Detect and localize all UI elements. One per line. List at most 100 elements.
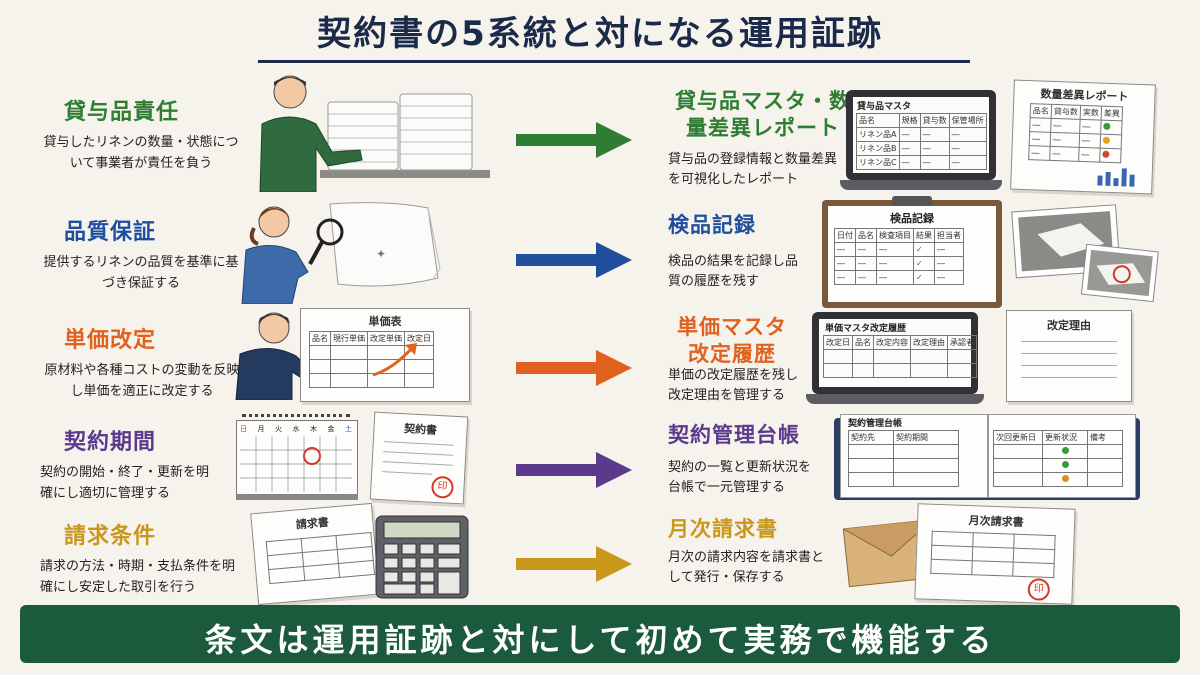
calendar-day-5: 金 xyxy=(327,425,335,433)
contract-title: 契約書 xyxy=(403,422,438,437)
calendar-day-1: 月 xyxy=(257,425,265,433)
arrow-icon xyxy=(516,546,632,582)
worker-stacking-linen-illustration xyxy=(259,75,490,192)
inspection-photos-illustration xyxy=(1011,204,1159,303)
left-description: 提供するリネンの品質を基準に基づき保証する xyxy=(42,252,240,294)
master-col-1: 規格 xyxy=(898,113,921,128)
right-heading: 月次請求書 xyxy=(668,517,778,541)
left-description: 請求の方法・時期・支払条件を明確にし安定した取引を行う xyxy=(40,556,240,598)
calendar-day-4: 木 xyxy=(310,425,317,433)
master-col-0: 品名 xyxy=(856,113,900,128)
ledger-col-2: 次回更新日 xyxy=(993,430,1043,445)
seal-char: 印 xyxy=(1033,583,1044,595)
ledger-col-1: 契約期間 xyxy=(893,430,959,445)
ledger-title: 契約管理台帳 xyxy=(848,419,903,429)
row-quality-assurance: 品質保証 提供するリネンの品質を基準に基づき保証する ✦ 検品記録 検品の結果を… xyxy=(0,196,1200,310)
left-description-text: 提供するリネンの品質を基準に基づき保証する xyxy=(43,255,239,291)
record-table: 日付品名検査項目結果担当者 ―――✓― ―――✓― ―――✓― xyxy=(834,228,964,285)
price-table-illustration: 単価表 品名現行単価改定単価改定日 xyxy=(300,308,470,402)
history-col-4: 承認者 xyxy=(947,335,977,350)
laptop-price-history-illustration: 単価マスタ改定履歴 改定日品名改定内容改定理由承認者 xyxy=(806,312,984,408)
report-col-0: 品名 xyxy=(1030,103,1052,119)
row-billing-terms: 請求条件 請求の方法・時期・支払条件を明確にし安定した取引を行う 請求書 月次請… xyxy=(0,502,1200,614)
conclusion-banner-text: 条文は運用証跡と対にして初めて実務で機能する xyxy=(204,621,996,659)
left-heading: 契約期間 xyxy=(64,430,157,455)
calendar-day-2: 火 xyxy=(275,425,282,433)
record-title: 検品記録 xyxy=(890,212,934,225)
ledger-table: 契約先契約期間 次回更新日更新状況備考 xyxy=(848,430,1123,487)
seal-stamp-icon: 印 xyxy=(1027,578,1051,601)
calendar-day-0: 日 xyxy=(240,425,247,433)
right-heading: 貸与品マスタ・数量差異レポート xyxy=(675,89,851,140)
calendar-illustration: 日 月 火 水 木 金 土 xyxy=(236,412,360,502)
master-row-1: リネン品B xyxy=(856,141,900,156)
left-heading: 単価改定 xyxy=(64,328,157,353)
right-description: 貸与品の登録情報と数量差異を可視化したレポート xyxy=(668,152,838,187)
seal-stamp-icon: 印 xyxy=(430,475,455,499)
calendar-grid-icon xyxy=(240,436,352,492)
arrow-icon xyxy=(516,452,632,488)
seal-char: 印 xyxy=(437,481,448,493)
report-col-2: 実数 xyxy=(1080,105,1102,121)
invoice-document-illustration: 請求書 xyxy=(250,502,380,606)
price-col-0: 品名 xyxy=(309,331,331,346)
report-col-1: 貸与数 xyxy=(1051,104,1081,120)
right-heading: 検品記録 xyxy=(668,213,756,237)
inspection-record-clipboard-illustration: 検品記録 日付品名検査項目結果担当者 ―――✓― ―――✓― ―――✓― xyxy=(822,196,1004,310)
calendar-day-6: 土 xyxy=(345,425,352,433)
history-col-0: 改定日 xyxy=(823,335,853,350)
history-title: 単価マスタ改定履歴 xyxy=(825,324,907,334)
history-col-2: 改定内容 xyxy=(873,335,911,350)
reason-title: 改定理由 xyxy=(1047,319,1091,332)
price-col-1: 現行単価 xyxy=(330,331,368,346)
contract-document-illustration: 契約書 印 xyxy=(369,411,469,505)
page-title: 契約書の5系統と対になる運用証跡 xyxy=(317,14,883,54)
trend-up-arrow-icon xyxy=(372,343,417,377)
monthly-invoice-illustration: 月次請求書 印 xyxy=(914,503,1076,605)
history-table: 改定日品名改定内容改定理由承認者 xyxy=(823,335,977,378)
record-col-3: 結果 xyxy=(913,228,935,243)
invoice-title: 請求書 xyxy=(295,515,330,532)
left-description-text: 請求の方法・時期・支払条件を明確にし安定した取引を行う xyxy=(40,559,236,595)
left-description-text: 契約の開始・終了・更新を明確にし適切に管理する xyxy=(40,465,210,501)
record-col-1: 品名 xyxy=(855,228,877,243)
right-description: 単価の改定履歴を残し改定理由を管理する xyxy=(668,368,799,403)
worker-reviewing-price-chart-illustration xyxy=(235,312,320,400)
record-col-0: 日付 xyxy=(834,228,856,243)
master-title: 貸与品マスタ xyxy=(857,102,912,112)
conclusion-banner: 条文は運用証跡と対にして初めて実務で機能する xyxy=(20,605,1180,663)
right-heading: 契約管理台帳 xyxy=(668,423,800,447)
monthly-invoice-table xyxy=(930,531,1056,578)
left-description: 原材料や各種コストの変動を反映し単価を適正に改定する xyxy=(42,360,242,402)
master-row-2: リネン品C xyxy=(856,155,900,170)
contract-ledger-book-illustration: 契約管理台帳 契約先契約期間 次回更新日更新状況備考 xyxy=(834,412,1144,504)
arrow-icon xyxy=(516,122,632,158)
bar-mini-chart-icon xyxy=(1097,168,1135,187)
master-row-0: リネン品A xyxy=(856,127,900,142)
price-table: 品名現行単価改定単価改定日 xyxy=(309,331,434,388)
calculator-icon xyxy=(375,515,469,599)
row-price-revision: 単価改定 原材料や各種コストの変動を反映し単価を適正に改定する 単価表 品名現行… xyxy=(0,308,1200,418)
inspector-with-magnifier-illustration: ✦ xyxy=(241,202,441,304)
price-table-title: 単価表 xyxy=(368,315,402,328)
ledger-col-0: 契約先 xyxy=(848,430,894,445)
ledger-col-4: 備考 xyxy=(1087,430,1123,445)
calendar-day-headers: 日 月 火 水 木 金 土 xyxy=(240,424,352,434)
left-heading: 請求条件 xyxy=(64,524,157,549)
master-table: 品名規格貸与数保管場所 リネン品A――― リネン品B――― リネン品C――― xyxy=(856,113,987,170)
left-heading: 貸与品責任 xyxy=(64,100,180,125)
ledger-col-3: 更新状況 xyxy=(1042,430,1088,445)
monthly-invoice-title: 月次請求書 xyxy=(968,514,1024,529)
invoice-table xyxy=(266,532,375,584)
left-heading: 品質保証 xyxy=(64,220,157,245)
history-col-3: 改定理由 xyxy=(910,335,948,350)
row-contract-period: 契約期間 契約の開始・終了・更新を明確にし適切に管理する 日 月 火 水 木 金… xyxy=(0,411,1200,520)
report-table: 品名貸与数実数差異 ――― ――― ――― xyxy=(1028,103,1123,163)
right-description: 月次の請求内容を請求書として発行・保存する xyxy=(668,550,825,585)
record-col-2: 検査項目 xyxy=(876,228,914,243)
left-description-text: 貸与したリネンの数量・状態について事業者が責任を負う xyxy=(43,135,239,171)
right-description: 契約の一覧と更新状況を台帳で一元管理する xyxy=(668,460,812,495)
calendar-day-3: 水 xyxy=(292,425,300,433)
record-col-4: 担当者 xyxy=(934,228,964,243)
discrepancy-report-illustration: 数量差異レポート 品名貸与数実数差異 ――― ――― ――― xyxy=(1010,79,1156,195)
